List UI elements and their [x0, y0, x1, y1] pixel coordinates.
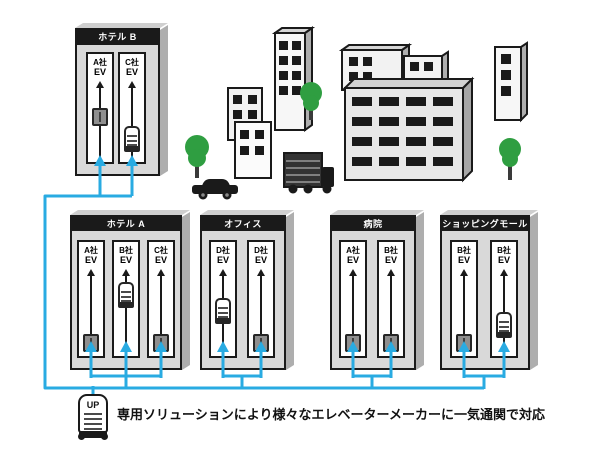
ev-label: EV	[254, 255, 267, 265]
robot-body: UP	[78, 394, 108, 433]
company-label: C社	[154, 246, 168, 255]
building-side-face	[416, 212, 424, 370]
robot-wheel	[101, 433, 108, 440]
ev-label: EV	[457, 255, 470, 265]
company-label: A社	[346, 246, 360, 255]
elevator-robot-icon	[124, 126, 140, 152]
company-label: B社	[457, 246, 471, 255]
building-label: ホテル A	[72, 217, 180, 231]
tree-icon	[499, 138, 521, 180]
elevator-car-icon	[383, 334, 399, 352]
elevator-car-icon	[253, 334, 269, 352]
company-label: A社	[84, 246, 98, 255]
city-building-wide	[342, 76, 475, 183]
building-hospital: 病院 A社 EV B社 EV	[330, 215, 416, 370]
ev-label: EV	[346, 255, 359, 265]
ev-label: EV	[154, 255, 167, 265]
city-building-small	[227, 87, 272, 179]
elevator-shaft: B社 EV	[377, 240, 405, 358]
truck-icon	[283, 152, 334, 194]
shaft-rail	[131, 87, 133, 157]
elevator-car-icon	[92, 108, 108, 126]
company-label: D社	[216, 246, 230, 255]
city-building-tall	[271, 26, 316, 132]
building-side-face	[286, 212, 294, 370]
elevator-robot-icon	[118, 282, 134, 308]
building-label: ホテル B	[77, 30, 158, 45]
elevator-shaft: C社 EV	[147, 240, 175, 358]
elevator-shaft: C社 EV	[118, 52, 146, 164]
building-top-face	[200, 210, 294, 215]
company-label: C社	[125, 58, 139, 67]
ev-label: EV	[125, 67, 138, 77]
building-hotel-b: ホテル B A社 EV C社 EV	[75, 28, 160, 176]
elevator-shaft: B社 EV	[490, 240, 518, 358]
company-label: A社	[93, 58, 107, 67]
robot-label: UP	[86, 400, 100, 410]
elevator-shaft: B社 EV	[450, 240, 478, 358]
ev-label: EV	[119, 255, 132, 265]
caption-text: 専用ソリューションにより様々なエレベーターメーカーに一気通関で対応	[117, 407, 545, 422]
elevator-car-icon	[153, 334, 169, 352]
up-arrow-icon	[96, 81, 104, 88]
building-top-face	[330, 210, 424, 215]
building-side-face	[530, 212, 538, 370]
building-shopping-mall: ショッピングモール B社 EV B社 EV	[440, 215, 530, 370]
elevator-shaft: B社 EV	[112, 240, 140, 358]
building-top-face	[70, 210, 190, 215]
building-top-face	[75, 23, 168, 28]
elevator-shaft: A社 EV	[77, 240, 105, 358]
building-side-face	[182, 212, 190, 370]
elevator-car-icon	[456, 334, 472, 352]
building-label: 病院	[332, 217, 414, 231]
robot-wheel	[78, 433, 85, 440]
elevator-robot-icon	[496, 312, 512, 338]
tree-icon	[300, 82, 322, 120]
building-hotel-a: ホテル A A社 EV B社 EV C社 EV	[70, 215, 182, 370]
elevator-robot-icon	[215, 298, 231, 324]
ev-label: EV	[497, 255, 510, 265]
robot-base	[79, 431, 107, 438]
building-office: オフィス D社 EV D社 EV	[200, 215, 286, 370]
ev-label: EV	[384, 255, 397, 265]
building-label: ショッピングモール	[442, 217, 528, 231]
building-top-face	[440, 210, 538, 215]
up-arrow-icon	[128, 81, 136, 88]
ev-label: EV	[84, 255, 97, 265]
elevator-car-icon	[83, 334, 99, 352]
elevator-shaft: D社 EV	[209, 240, 237, 358]
building-label: オフィス	[202, 217, 284, 231]
city-building-tower	[494, 41, 528, 123]
elevator-car-icon	[345, 334, 361, 352]
building-side-face	[160, 25, 168, 176]
company-label: B社	[119, 246, 133, 255]
city-building-block	[338, 43, 449, 92]
elevator-shaft: A社 EV	[86, 52, 114, 164]
car-icon	[192, 179, 238, 200]
company-label: B社	[497, 246, 511, 255]
elevator-shaft: A社 EV	[339, 240, 367, 358]
company-label: B社	[384, 246, 398, 255]
elevator-shaft: D社 EV	[247, 240, 275, 358]
tree-icon	[185, 135, 209, 178]
ev-label: EV	[216, 255, 229, 265]
company-label: D社	[254, 246, 268, 255]
up-robot-icon: UP	[78, 394, 108, 440]
up-arrow-icon	[500, 269, 508, 276]
ev-label: EV	[93, 67, 106, 77]
